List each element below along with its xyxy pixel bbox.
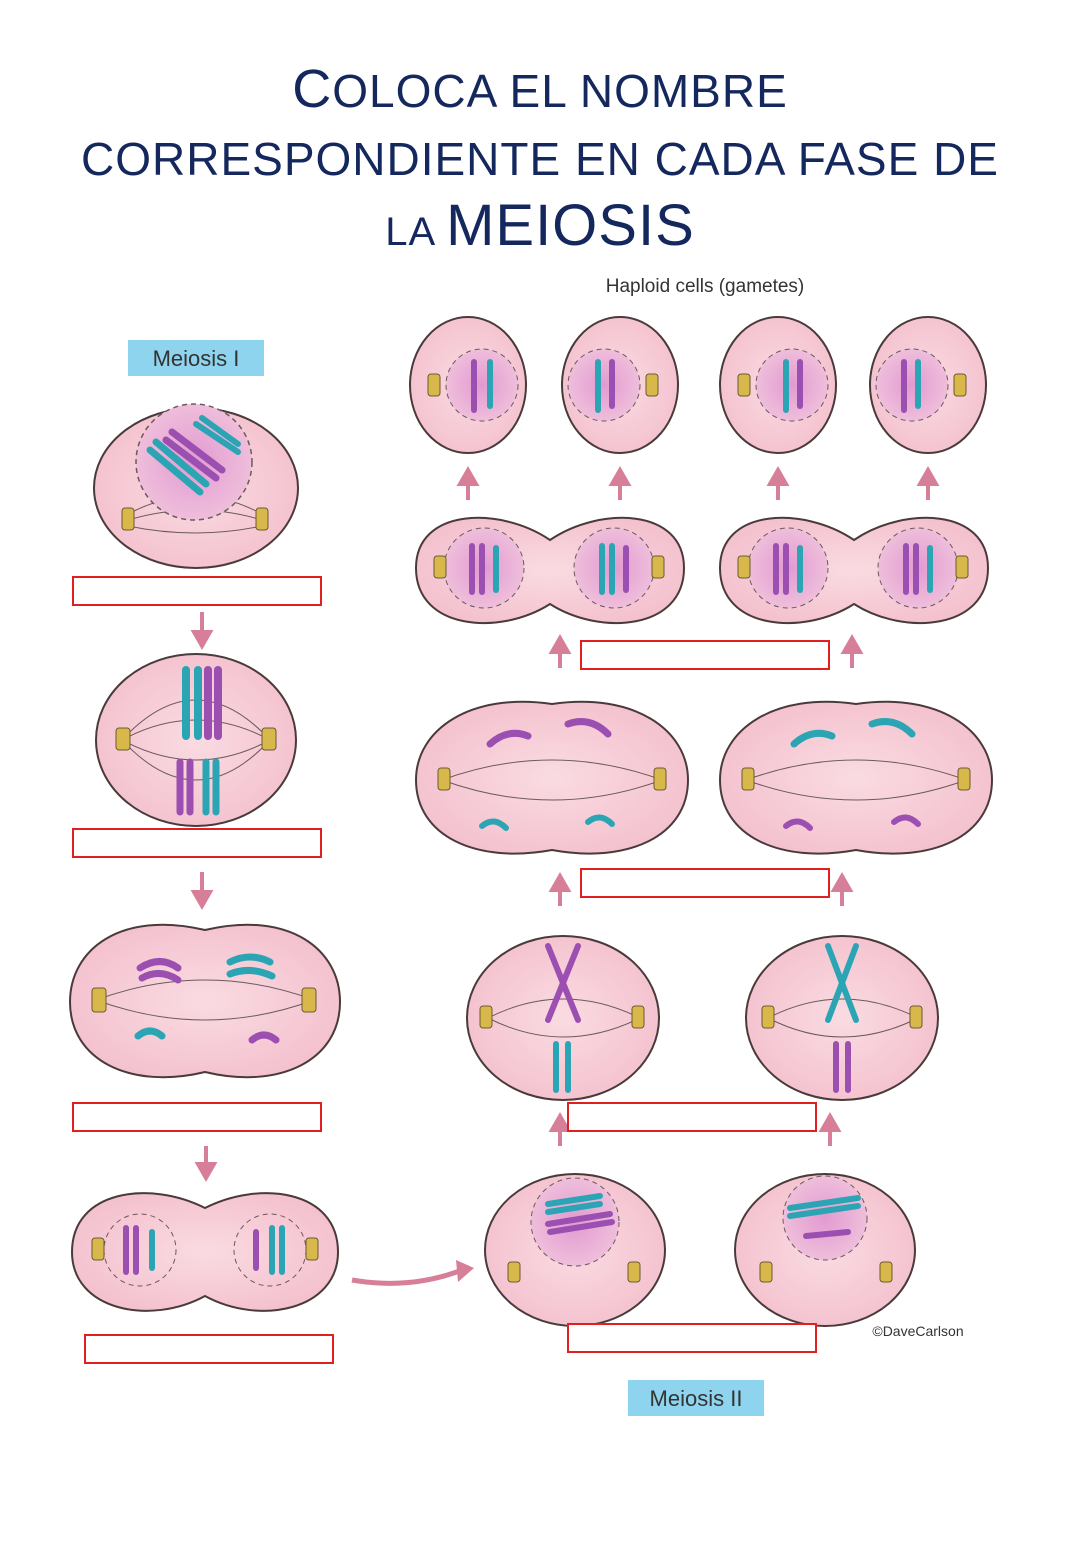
cell-metaphase-1 — [95, 653, 297, 827]
meiosis-1-label-bg — [128, 340, 264, 376]
credit-text: ©DaveCarlson — [872, 1323, 963, 1339]
answer-box-metaphase-2[interactable] — [567, 1102, 817, 1132]
answer-box-metaphase-1[interactable] — [72, 828, 322, 858]
cell-prophase-2-left — [484, 1173, 666, 1327]
title-line-2: CORRESPONDIENTE EN CADA FASE DE — [81, 133, 999, 185]
answer-box-anaphase-1[interactable] — [72, 1102, 322, 1132]
cell-anaphase-2-left — [414, 700, 690, 855]
meiosis-2-label-text: Meiosis II — [650, 1386, 743, 1411]
title-cap-letter: C — [292, 59, 333, 119]
haploid-cells-label: Haploid cells (gametes) — [606, 276, 805, 297]
meiosis-1-label-text: Meiosis I — [153, 346, 240, 371]
answer-box-telophase-2[interactable] — [580, 640, 830, 670]
title-line-3-big: MEIOSIS — [446, 193, 695, 258]
haploid-cell-2 — [561, 316, 679, 454]
haploid-cell-3 — [719, 316, 837, 454]
cell-metaphase-2-left — [466, 935, 660, 1101]
meiosis-1-arrows — [190, 612, 218, 1183]
title-line-3: LA MEIOSIS — [0, 192, 1080, 259]
meiosis-1-label: Meiosis I — [128, 340, 264, 376]
meiosis-2-label: Meiosis II — [628, 1380, 764, 1416]
cell-prophase-1 — [93, 403, 299, 569]
cell-telophase-2-right — [718, 516, 990, 625]
title-line-1: COLOCA EL NOMBRE — [0, 58, 1080, 120]
transition-arrow — [351, 1267, 463, 1286]
transition-arrow-head — [456, 1260, 474, 1282]
haploid-cell-4 — [869, 316, 987, 454]
cell-prophase-2-right — [734, 1173, 916, 1327]
answer-box-prophase-2[interactable] — [567, 1323, 817, 1353]
answer-box-anaphase-2[interactable] — [580, 868, 830, 898]
meiosis-2-arrows — [456, 465, 940, 1146]
haploid-cell-1 — [409, 316, 527, 454]
cell-telophase-2-left — [414, 516, 686, 625]
cell-metaphase-2-right — [745, 935, 939, 1101]
cell-telophase-1 — [70, 1192, 340, 1312]
cell-anaphase-2-right — [718, 700, 994, 855]
cell-anaphase-1 — [68, 923, 342, 1079]
title-line-3-small: LA — [385, 210, 447, 254]
answer-box-telophase-1[interactable] — [84, 1334, 334, 1364]
title-line-1-text: OLOCA EL NOMBRE — [332, 65, 788, 117]
meiosis-2-label-bg — [628, 1380, 764, 1416]
answer-box-prophase-1[interactable] — [72, 576, 322, 606]
